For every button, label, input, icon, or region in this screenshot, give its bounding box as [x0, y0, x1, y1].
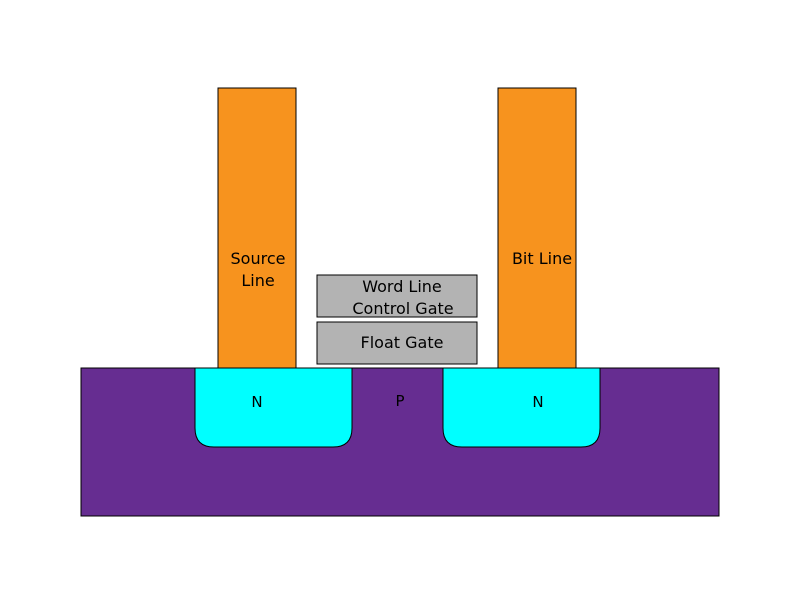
source-n-label: N [251, 393, 262, 411]
control-gate-label: Control Gate [352, 299, 453, 318]
source-n-region [194, 367, 353, 448]
float-gate-label: Float Gate [361, 333, 444, 352]
word-line-label: Word Line [362, 277, 442, 296]
source-line-label-2: Line [241, 271, 274, 290]
source-line-bar [217, 87, 297, 369]
substrate-p-label: P [395, 392, 404, 410]
drain-n-region [442, 367, 601, 448]
p-substrate [80, 367, 720, 517]
bit-line-bar [497, 87, 577, 369]
source-line-label-1: Source [231, 249, 286, 268]
control-gate-box [316, 274, 478, 318]
drain-n-label: N [532, 393, 543, 411]
bit-line-label: Bit Line [512, 249, 572, 268]
float-gate-box [316, 321, 478, 365]
